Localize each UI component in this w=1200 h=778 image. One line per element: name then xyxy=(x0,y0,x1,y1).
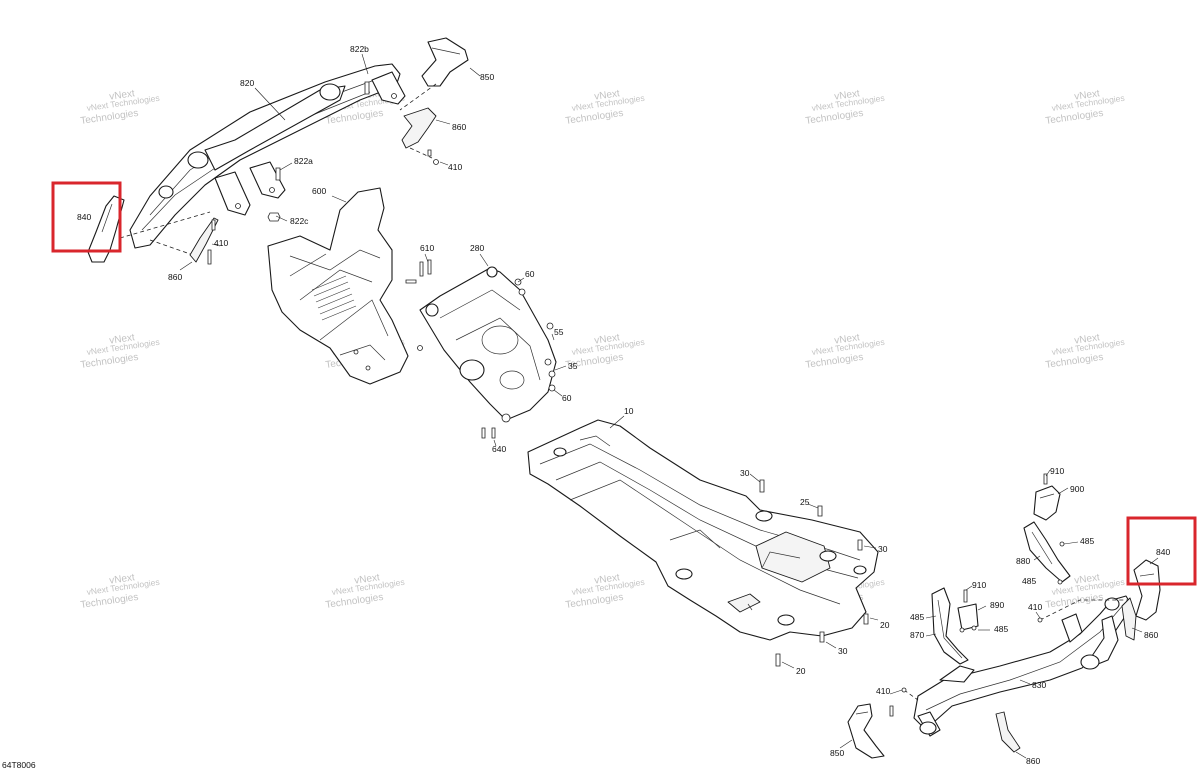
callout-485-c: 485 xyxy=(910,612,924,622)
callout-822c: 822c xyxy=(290,216,309,226)
rear-bumper-830 xyxy=(889,595,1133,737)
reflector-860-right xyxy=(1121,597,1143,641)
callout-410-top: 410 xyxy=(448,162,462,172)
figure-code: 64T8006 xyxy=(2,760,36,770)
callout-820: 820 xyxy=(240,78,254,88)
callout-910-mid: 910 xyxy=(972,580,986,590)
main-frame-10 xyxy=(527,415,879,641)
watermark-text-line1: vNext xyxy=(594,88,621,102)
bolts-640 xyxy=(481,427,497,447)
callout-610: 610 xyxy=(420,243,434,253)
callout-410-left: 410 xyxy=(214,238,228,248)
callout-20-b: 20 xyxy=(796,666,806,676)
callout-860-bottom: 860 xyxy=(1026,756,1040,766)
frame-bolts xyxy=(749,473,879,669)
watermark-text-line1: vNext xyxy=(834,332,861,346)
guard-840-left xyxy=(87,195,211,263)
callout-10: 10 xyxy=(624,406,634,416)
callout-485-d: 485 xyxy=(994,624,1008,634)
callout-25: 25 xyxy=(800,497,810,507)
callout-822b: 822b xyxy=(350,44,369,54)
callout-600: 600 xyxy=(312,186,326,196)
watermark-text-line1: vNext xyxy=(109,88,136,102)
watermark-text-line1: vNext xyxy=(1074,332,1101,346)
front-bumper-820 xyxy=(129,53,406,249)
watermark-text-line1: vNext xyxy=(109,572,136,586)
fasteners-610 xyxy=(405,253,432,284)
nuts-60-55-35 xyxy=(514,277,567,397)
callout-35: 35 xyxy=(568,361,578,371)
callout-485-a: 485 xyxy=(1080,536,1094,546)
callout-840-left: 840 xyxy=(77,212,91,222)
callout-20-a: 20 xyxy=(880,620,890,630)
callout-900: 900 xyxy=(1070,484,1084,494)
callout-640: 640 xyxy=(492,444,506,454)
callout-890: 890 xyxy=(990,600,1004,610)
callout-860-left: 860 xyxy=(168,272,182,282)
watermark-text-line1: vNext xyxy=(1074,572,1101,586)
watermark-text-line1: vNext xyxy=(354,572,381,586)
watermark-text-line1: vNext xyxy=(594,572,621,586)
callout-485-b: 485 xyxy=(1022,576,1036,586)
callout-30-b: 30 xyxy=(878,544,888,554)
highlight-box-840-left[interactable] xyxy=(51,181,122,253)
callout-55: 55 xyxy=(554,327,564,337)
watermark-text-line1: vNext xyxy=(594,332,621,346)
guard-850-bottom xyxy=(839,703,894,759)
watermark-text-line1: vNext xyxy=(1074,88,1101,102)
callout-410-bottom: 410 xyxy=(876,686,890,696)
callout-860-top: 860 xyxy=(452,122,466,132)
bracket-280 xyxy=(417,253,557,423)
callout-840-right: 840 xyxy=(1156,547,1170,557)
bracket-870-890 xyxy=(925,585,990,665)
callout-830: 830 xyxy=(1032,680,1046,690)
watermark-text-line1: vNext xyxy=(109,332,136,346)
callout-860-right: 860 xyxy=(1144,630,1158,640)
callout-30-a: 30 xyxy=(740,468,750,478)
skid-plate-600 xyxy=(267,187,409,385)
bracket-880 xyxy=(1023,521,1079,585)
callout-850-top: 850 xyxy=(480,72,494,82)
callout-30-c: 30 xyxy=(838,646,848,656)
guard-850-top xyxy=(399,37,481,111)
watermark-text-line1: vNext xyxy=(834,88,861,102)
callout-870: 870 xyxy=(910,630,924,640)
callout-labels: 822b 850 820 860 410 822a 822c 840 410 8… xyxy=(77,44,1170,766)
reflector-860-top xyxy=(401,107,451,166)
reflector-860-left xyxy=(179,217,221,271)
reflector-860-bottom xyxy=(995,711,1027,759)
highlight-box-840-right[interactable] xyxy=(1126,516,1197,586)
callout-910-top: 910 xyxy=(1050,466,1064,476)
callout-280: 280 xyxy=(470,243,484,253)
callout-60-bottom: 60 xyxy=(562,393,572,403)
callout-410-right: 410 xyxy=(1028,602,1042,612)
bracket-900 xyxy=(1033,469,1069,521)
callout-60-top: 60 xyxy=(525,269,535,279)
guard-840-right xyxy=(1133,557,1161,621)
callout-822a: 822a xyxy=(294,156,313,166)
callout-880: 880 xyxy=(1016,556,1030,566)
callout-850-bottom: 850 xyxy=(830,748,844,758)
